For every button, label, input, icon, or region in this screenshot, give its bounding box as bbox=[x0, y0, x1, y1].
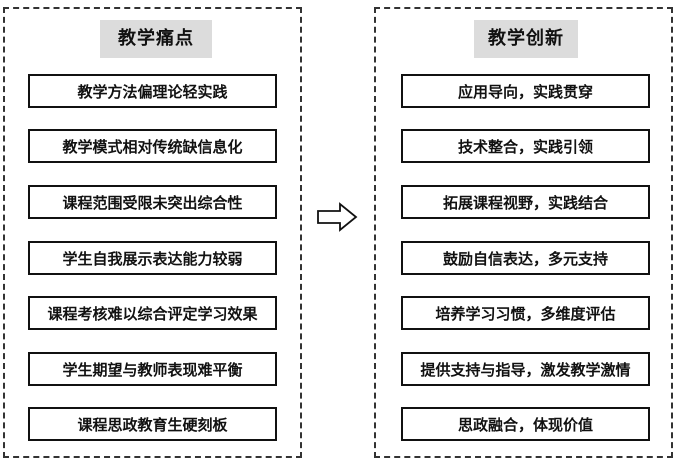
hollow-right-arrow-icon bbox=[317, 202, 358, 232]
innovation-item: 提供支持与指导，激发教学激情 bbox=[401, 352, 650, 386]
innovation-item: 拓展课程视野，实践结合 bbox=[401, 185, 650, 219]
innovation-item: 思政融合，体现价值 bbox=[401, 407, 650, 441]
pain-point-item: 课程范围受限未突出综合性 bbox=[28, 185, 277, 219]
pain-point-item: 课程思政教育生硬刻板 bbox=[28, 407, 277, 441]
pain-point-item: 教学模式相对传统缺信息化 bbox=[28, 129, 277, 163]
innovation-item: 鼓励自信表达，多元支持 bbox=[401, 241, 650, 275]
pain-points-title: 教学痛点 bbox=[100, 20, 212, 58]
pain-point-item: 课程考核难以综合评定学习效果 bbox=[28, 296, 277, 330]
pain-point-item: 学生自我展示表达能力较弱 bbox=[28, 241, 277, 275]
pain-point-item: 学生期望与教师表现难平衡 bbox=[28, 352, 277, 386]
innovation-item: 培养学习习惯，多维度评估 bbox=[401, 296, 650, 330]
innovation-title: 教学创新 bbox=[474, 20, 578, 58]
innovation-item: 应用导向，实践贯穿 bbox=[401, 74, 650, 108]
innovation-item: 技术整合，实践引领 bbox=[401, 129, 650, 163]
pain-points-panel: 教学痛点 教学方法偏理论轻实践 教学模式相对传统缺信息化 课程范围受限未突出综合… bbox=[3, 7, 302, 458]
innovation-panel: 教学创新 应用导向，实践贯穿 技术整合，实践引领 拓展课程视野，实践结合 鼓励自… bbox=[374, 7, 673, 458]
pain-point-item: 教学方法偏理论轻实践 bbox=[28, 74, 277, 108]
